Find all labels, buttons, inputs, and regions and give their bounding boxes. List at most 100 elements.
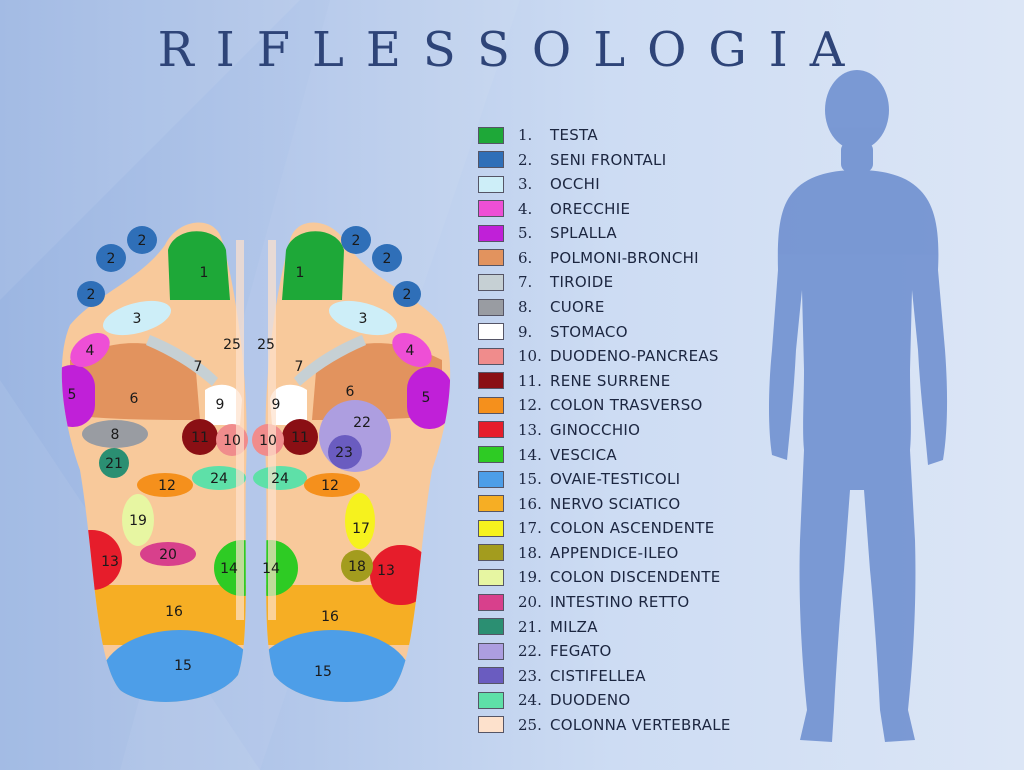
legend-swatch [478,495,504,513]
legend-label: RENE SURRENE [550,371,671,390]
legend-number: 5. [518,224,533,243]
right-zone-15 [265,630,412,703]
left-label-3: 3 [133,311,142,327]
right-label-23: 23 [335,445,353,461]
right-zone-18 [341,550,373,582]
right-label-24: 24 [271,471,289,487]
right-label-14: 14 [262,561,280,577]
legend-swatch [478,470,504,488]
legend-number: 25. [518,715,542,734]
legend-swatch [478,568,504,586]
legend-number: 3. [518,175,533,194]
right-zone-9 [270,384,307,425]
right-label-12: 12 [321,478,339,494]
left-label-7: 7 [194,359,203,375]
legend-label: CISTIFELLEA [550,666,646,685]
legend-swatch [478,691,504,709]
legend-item: 16.NERVO SCIATICO [478,493,680,515]
legend-number: 2. [518,150,533,169]
legend-number: 18. [518,543,542,562]
legend-item: 1.TESTA [478,124,598,146]
legend-swatch [478,126,504,144]
legend-label: DUODENO-PANCREAS [550,347,719,366]
left-label-5: 5 [68,387,77,403]
legend-item: 3. OCCHI [478,173,600,195]
legend-item: 2. SENI FRONTALI [478,149,666,171]
left-foot: 1 2 2 2 3 4 5 6 7 25 8 9 11 10 21 24 12 … [61,222,248,703]
left-toe-2b [96,244,126,272]
legend-label: TESTA [550,126,598,144]
right-zone-25 [268,240,276,620]
legend-number: 8. [518,298,533,317]
right-zone-17 [345,493,375,549]
legend-number: 4. [518,199,533,218]
left-zone-1 [168,231,230,300]
left-label-6: 6 [130,391,139,407]
right-toe-2b [372,244,402,272]
legend-label: SENI FRONTALI [550,150,667,169]
right-label-4: 4 [406,343,415,359]
right-toe-2a [393,281,421,307]
legend-label: COLON ASCENDENTE [550,519,715,538]
legend-item: 6.POLMONI-BRONCHI [478,247,699,269]
legend-swatch [478,544,504,562]
left-label-25: 25 [223,337,241,353]
left-toe-2c [127,226,157,254]
left-label-13: 13 [101,554,119,570]
left-label-24: 24 [210,471,228,487]
right-label-9: 9 [272,397,281,413]
left-zone-6 [70,343,200,420]
legend-item: 10. DUODENO-PANCREAS [478,345,719,367]
legend-label: FEGATO [550,642,612,661]
right-label-10: 10 [259,433,277,449]
left-zone-4 [70,332,110,368]
legend-swatch [478,372,504,390]
legend-number: 9. [518,322,533,341]
legend-item: 12. COLON TRASVERSO [478,394,703,416]
legend-swatch [478,323,504,341]
legend-swatch [478,593,504,611]
legend-item: 18.APPENDICE-ILEO [478,542,679,564]
legend-item: 23. CISTIFELLEA [478,665,646,687]
legend-item: 8. CUORE [478,296,605,318]
right-label-2c: 2 [352,233,361,249]
legend-number: 19. [518,568,542,587]
legend-swatch [478,519,504,537]
left-label-8: 8 [111,427,120,443]
legend-item: 11.RENE SURRENE [478,370,671,392]
left-zone-12 [137,473,193,497]
left-label-9: 9 [216,397,225,413]
left-label-15: 15 [174,658,192,674]
right-label-18: 18 [348,559,366,575]
legend-item: 13.GINOCCHIO [478,419,640,441]
legend-label: CUORE [550,298,605,317]
right-zone-1 [282,231,344,300]
left-label-20: 20 [159,547,177,563]
legend-number: 23. [518,666,542,685]
human-silhouette [769,70,948,742]
right-label-25: 25 [257,337,275,353]
legend-number: 12. [518,396,542,415]
legend-number: 14. [518,445,542,464]
legend-swatch [478,642,504,660]
right-label-7: 7 [295,359,304,375]
left-zone-24 [192,466,246,490]
right-zone-11 [282,419,318,455]
right-label-6: 6 [346,384,355,400]
page-title: RIFLESSOLOGIA [157,22,867,78]
legend-swatch [478,421,504,439]
legend-swatch [478,298,504,316]
legend-label: NERVO SCIATICO [550,494,681,513]
legend-label: INTESTINO RETTO [550,593,690,612]
legend-label: OCCHI [550,175,600,194]
left-zone-21 [99,448,129,478]
left-zone-7 [146,335,218,386]
left-label-19: 19 [129,513,147,529]
legend-number: 7. [518,273,533,292]
legend-item: 20.INTESTINO RETTO [478,591,689,613]
right-label-2b: 2 [383,251,392,267]
legend-swatch [478,200,504,218]
legend-label: TIROIDE [550,273,614,292]
legend-label: COLON TRASVERSO [550,396,703,415]
legend-number: 10. [518,347,542,366]
